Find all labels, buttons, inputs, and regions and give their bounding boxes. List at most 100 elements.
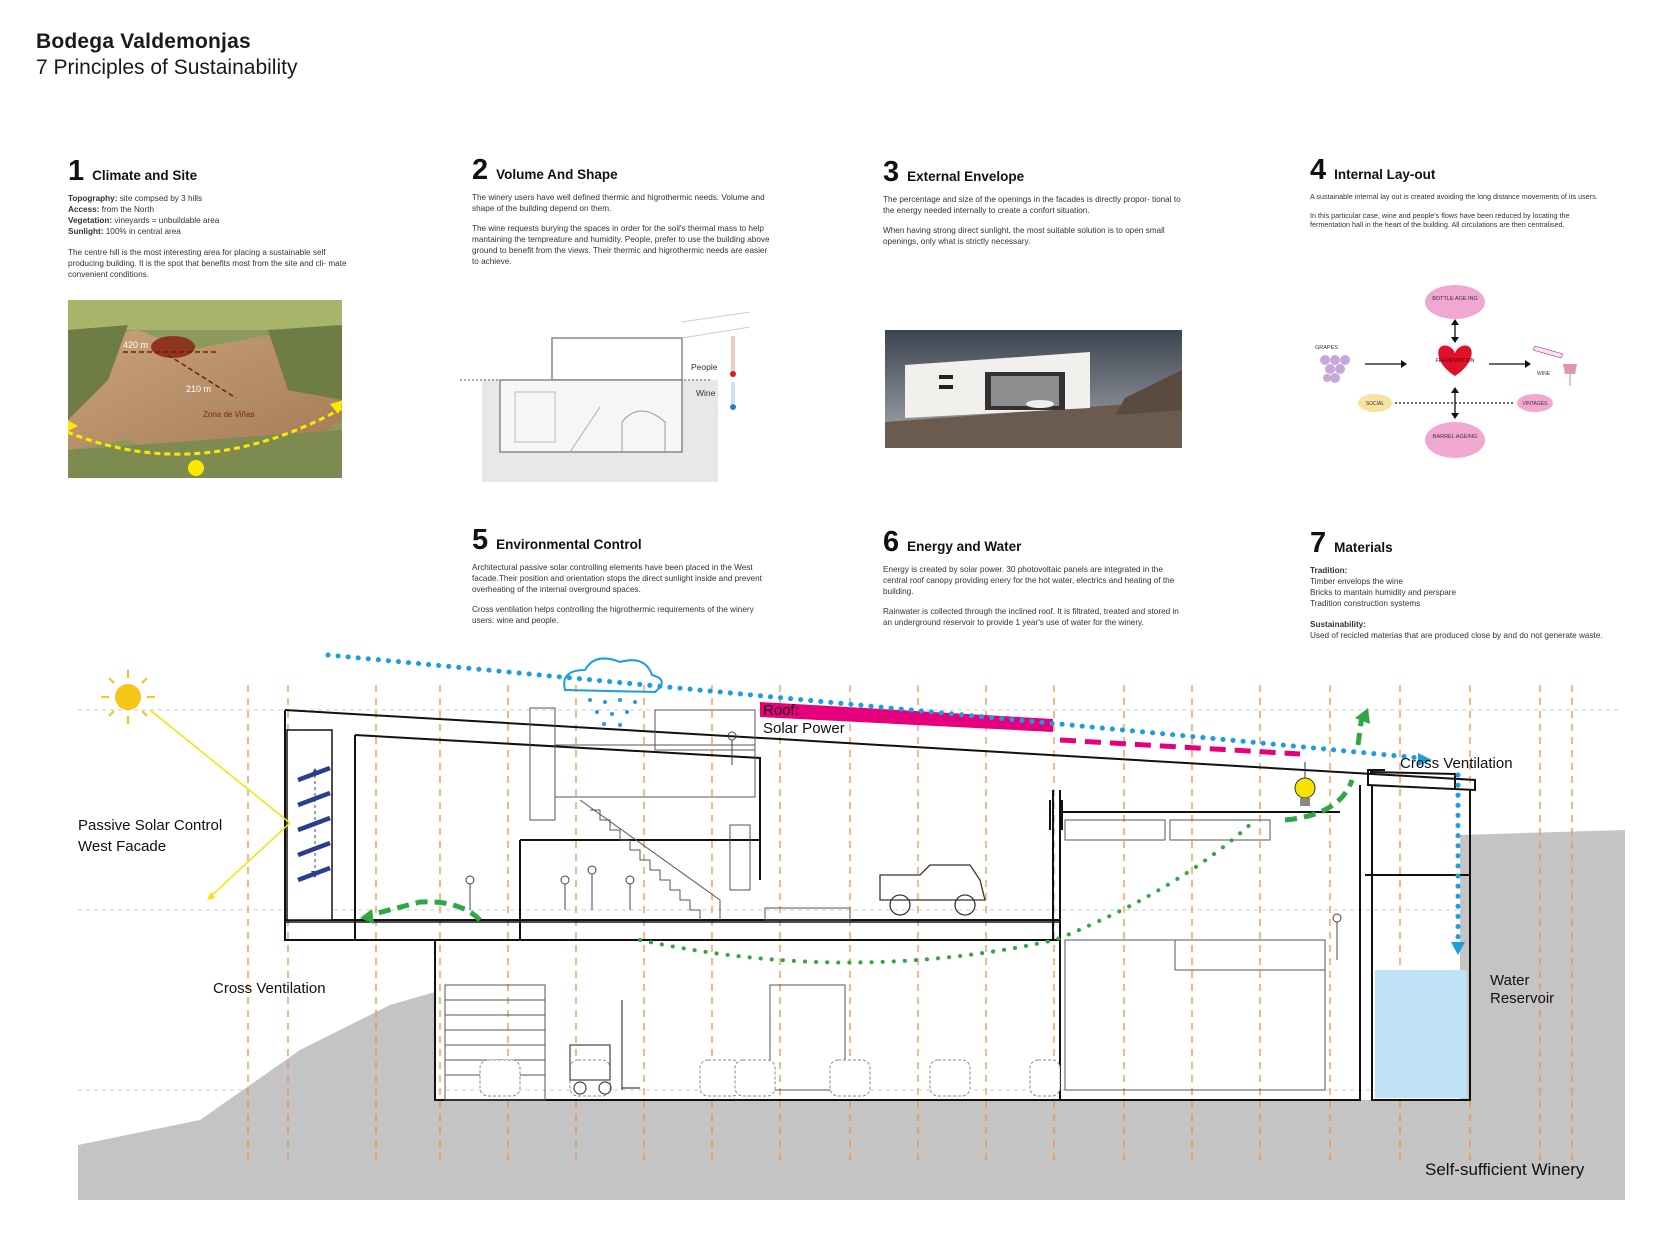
tradition-line: Bricks to mantain humidity and perspare [1310,588,1457,597]
principle-7: 7 Materials Tradition: Timber envelops th… [1310,529,1610,641]
arrow-head [1451,319,1459,325]
principle-number: 5 [472,524,489,556]
vineyard-zone-label: Zona de Viñas [203,410,254,419]
vintages-node [1517,394,1553,412]
grapes-label: GRAPES [1315,345,1338,351]
fact-value: from the North [99,205,155,214]
solar-energy-dashed-line [1059,737,1301,757]
arrow-head [1451,337,1459,343]
vintages-label: VINTAGES [1523,401,1549,407]
floor-slab [284,921,1061,941]
fact-value: vineyards = unbuildable area [112,216,220,225]
principle-number: 6 [883,526,900,558]
principle-number: 1 [68,155,85,187]
principle-text: The wine requests burying the spaces in … [472,224,770,266]
principle-text: Architectural passive solar controlling … [472,563,762,594]
sun-path-arrow-left [68,420,78,431]
thermometer-warm-bulb-icon [730,371,736,377]
fermentation-label: FERMENTATION [1436,358,1475,364]
principle-title: Volume And Shape [496,167,618,182]
principle-title: External Envelope [907,169,1025,184]
buried-volume [499,379,683,453]
volume-section-sketch: People Wine [460,312,750,482]
principle-text: A sustainable internal lay out is create… [1310,192,1598,201]
passive-solar-label-line1: Passive Solar Control [78,817,222,834]
thermometer-cool-icon [731,382,735,404]
wine-glass-icon [1532,345,1577,386]
building-section-drawing: Roof: Solar Power Cross Ventilation Pass… [78,652,1625,1200]
fact-key: Access: [68,205,100,214]
heart-icon [1438,345,1472,376]
wine-barrels [479,1059,1061,1097]
page-title: Bodega Valdemonjas [36,30,251,53]
stair-line [569,406,601,453]
people-figures [305,731,1342,960]
ground-terrain [78,830,1625,1200]
fact-value: 100% in central area [103,227,181,236]
tradition-label: Tradition: [1310,566,1348,575]
arrow-head [1355,708,1370,724]
forklift-icon [569,1000,640,1095]
dimension-line-210 [167,354,237,399]
barrel-ageing-node [1425,422,1485,458]
render-ground [885,400,1182,448]
solar-panel-roof [760,702,1053,732]
bottle-ageing-node [1425,285,1485,319]
principle-text: Cross ventilation helps controlling the … [472,605,754,625]
principle-text: In this particular case, wine and people… [1310,210,1570,230]
fact-key: Sunlight: [68,227,104,236]
barrel-ageing-label: BARREL AGEING [1433,434,1477,440]
arrow-head [1451,942,1465,955]
principle-title: Climate and Site [92,168,198,183]
jeep-icon [879,864,986,916]
cellar-vault [621,410,666,452]
principle-title: Materials [1334,540,1393,555]
water-reservoir [1375,970,1467,1098]
sustainability-label: Sustainability: [1310,620,1366,629]
arrow-up-icon [311,768,319,775]
principle-text: Rainwater is collected through the incli… [883,607,1179,627]
social-label: SOCIAL [1366,401,1385,407]
fact-key: Topography: [68,194,118,203]
fact-value: site compsed by 3 hills [117,194,203,203]
arrow-head [1401,360,1407,368]
cross-ventilation-dashed-right [1284,779,1355,823]
dimension-210-label: 210 m [186,384,211,394]
principle-number: 2 [472,154,489,186]
arrow-head [207,892,215,900]
principle-1: 1 Climate and Site Topography: site comps… [68,157,358,289]
principle-number: 7 [1310,527,1327,559]
render-hill [1115,370,1182,415]
water-reservoir-label-line2: Reservoir [1490,990,1554,1007]
thermometer-warm-icon [731,336,735,372]
sun-icon [188,460,204,476]
right-hill [268,325,342,400]
distant-fields [68,300,342,330]
arrow-head [1451,387,1459,393]
sun-icon [101,670,155,724]
social-node [1358,394,1392,412]
arrow-head [1525,360,1531,368]
principle-text: The percentage and size of the openings … [883,195,1181,215]
building-spot [151,336,195,358]
section-caption: Self-sufficient Winery [1425,1160,1585,1179]
light-bulb-icon [1294,762,1316,806]
rainwater-flow-dots [325,652,1423,761]
site-facts: Topography: site compsed by 3 hills Acce… [68,193,358,237]
page-title-block: Bodega Valdemonjas 7 Principles of Susta… [36,30,297,80]
grapes-icon [1320,355,1350,383]
site-aerial-photo: 420 m 210 m Zona de Viñas [68,300,342,478]
render-window [939,375,953,379]
render-car [1026,400,1054,408]
wine-label: Wine [696,388,716,398]
sun-ray-reflected [209,822,291,898]
tradition-line: Timber envelops the wine [1310,577,1403,586]
arrow-down-icon [311,871,319,878]
principle-text: When having strong direct sunlight, the … [883,226,1165,246]
people-label: People [691,362,718,372]
cross-ventilation-left-label: Cross Ventilation [213,980,326,997]
